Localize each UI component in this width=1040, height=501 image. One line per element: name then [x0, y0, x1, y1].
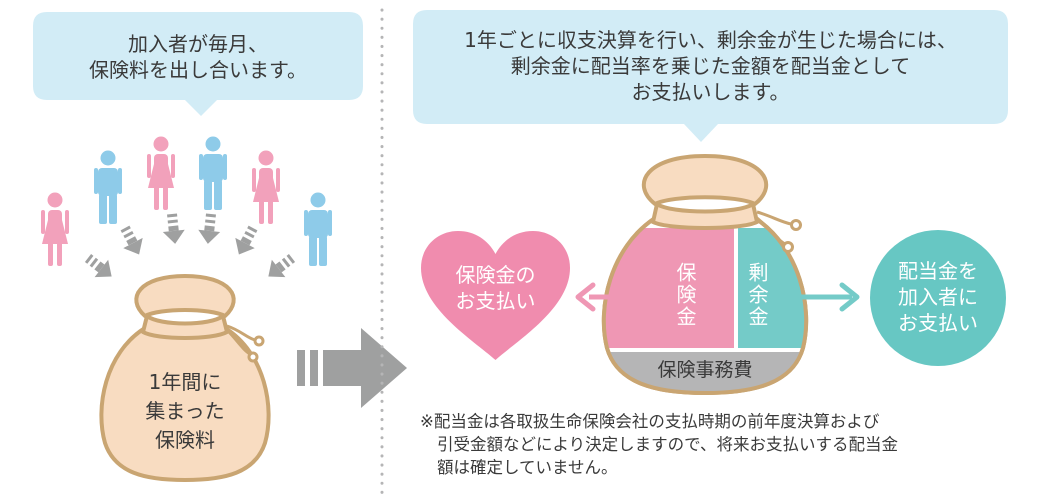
right-bubble-line-3: お支払いします。 [631, 80, 790, 104]
left-money-bag [99, 274, 271, 482]
dividend-circle-text: 配当金を 加入者に お支払い [868, 258, 1008, 336]
left-bag-line-1: 1年間に [148, 370, 222, 394]
female-person-icon [147, 136, 175, 210]
note-line-3: 額は確定していません。 [437, 458, 618, 477]
left-bag-line-2: 集まった [145, 399, 225, 423]
arrow-icon [196, 212, 222, 245]
flow-arrow-icon [297, 328, 407, 408]
right-bubble-line-2: 剰余金に配当率を乗じた金額を配当金として [510, 54, 911, 78]
right-bubble-line-1: 1年ごとに収支決算を行い、剰余金が生じた場合には、 [464, 28, 957, 52]
dividend-line-3: お支払い [898, 311, 978, 335]
arrow-icon [161, 212, 187, 245]
left-bubble-line-2: 保険料を出し合います。 [89, 58, 307, 82]
left-speech-bubble [33, 12, 363, 116]
dividend-circle [870, 230, 1006, 366]
right-money-bag [601, 154, 809, 395]
expenses-label: 保険事務費 [657, 359, 753, 381]
arrow-icon [115, 222, 149, 260]
right-bubble-text: 1年ごとに収支決算を行い、剰余金が生じた場合には、 剰余金に配当率を乗じた金額を… [413, 27, 1008, 105]
dividend-note: ※配当金は各取扱生命保険会社の支払時期の前年度決算および 引受金額などにより決定… [420, 410, 898, 479]
female-person-icon [41, 192, 69, 266]
left-bubble-text: 加入者が毎月、 保険料を出し合います。 [33, 31, 363, 83]
dotted-divider [380, 8, 384, 498]
heart-line-1: 保険金の [455, 263, 536, 287]
arrow-right-icon [782, 282, 860, 312]
left-bag-text: 1年間に 集まった 保険料 [110, 368, 260, 455]
heart-icon [421, 231, 570, 360]
dividend-line-2: 加入者に [898, 285, 978, 309]
dividend-line-1: 配当金を [898, 259, 978, 283]
note-line-2: 引受金額などにより決定しますので、将来お支払いする配当金 [437, 435, 899, 454]
insurance-money-label: 保険金 [673, 262, 697, 328]
surplus-label: 剰余金 [745, 262, 769, 328]
left-bubble-line-1: 加入者が毎月、 [128, 32, 268, 56]
left-bag-line-3: 保険料 [155, 428, 215, 452]
insurance-money-text: 保険金 [673, 262, 697, 328]
right-speech-bubble [413, 10, 1008, 142]
surplus-text: 剰余金 [745, 262, 769, 328]
heart-line-2: お支払い [455, 289, 536, 313]
arrow-left-icon [575, 282, 661, 312]
heart-text: 保険金の お支払い [418, 262, 573, 314]
arrow-icon [229, 222, 263, 260]
note-line-1: ※配当金は各取扱生命保険会社の支払時期の前年度決算および [420, 412, 880, 431]
male-person-icon [199, 136, 227, 210]
